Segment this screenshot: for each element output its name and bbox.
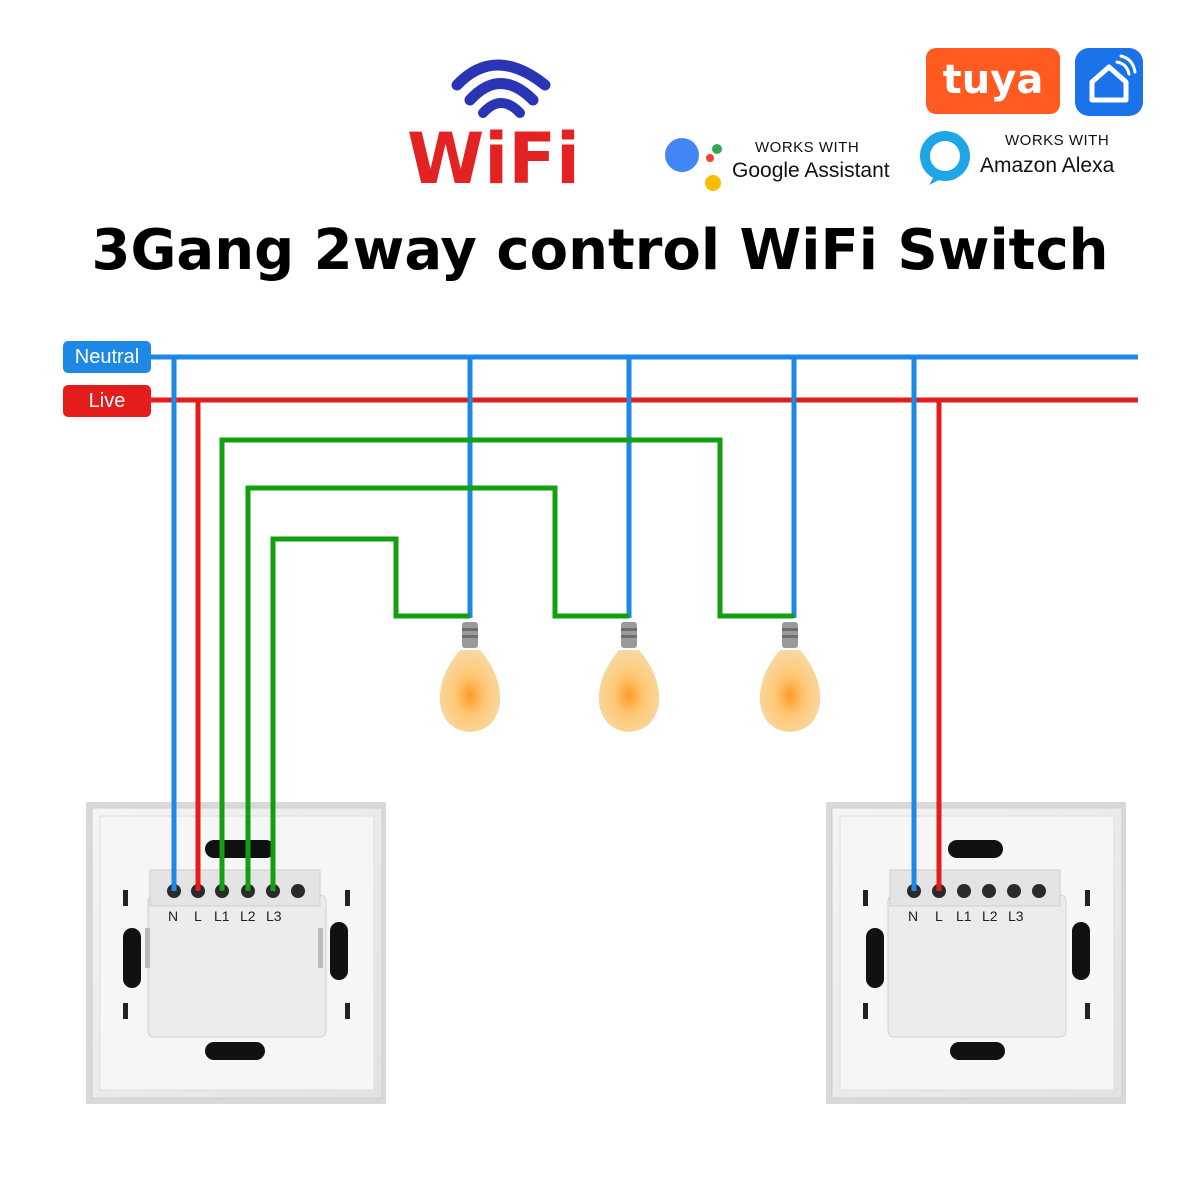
right-terminal-l1: L1 bbox=[956, 908, 972, 924]
smart-home-icon bbox=[1075, 48, 1143, 116]
bulb-icon bbox=[598, 622, 660, 732]
google-assistant-icon bbox=[665, 138, 722, 191]
switch-left bbox=[86, 802, 386, 1104]
left-terminal-l: L bbox=[194, 908, 202, 924]
wifi-icon bbox=[451, 59, 551, 118]
google-works-with: WORKS WITH bbox=[755, 139, 860, 156]
alexa-badge: WORKS WITH Amazon Alexa bbox=[915, 128, 1155, 188]
google-assistant-name: Google Assistant bbox=[732, 159, 890, 182]
right-terminal-l2: L2 bbox=[982, 908, 998, 924]
wifi-logo: WiFi bbox=[407, 59, 580, 195]
alexa-name: Amazon Alexa bbox=[980, 154, 1115, 177]
wifi-logo-text: WiFi bbox=[407, 118, 580, 195]
google-assistant-badge: WORKS WITH Google Assistant bbox=[660, 135, 900, 195]
right-terminal-n: N bbox=[908, 908, 918, 924]
tuya-icon: tuya bbox=[926, 48, 1060, 114]
switch-right bbox=[826, 802, 1126, 1104]
left-terminal-l2: L2 bbox=[240, 908, 256, 924]
page-title: 3Gang 2way control WiFi Switch bbox=[91, 218, 1109, 283]
left-terminal-n: N bbox=[168, 908, 178, 924]
left-terminal-l1: L1 bbox=[214, 908, 230, 924]
neutral-label: Neutral bbox=[63, 341, 151, 373]
right-terminal-l3: L3 bbox=[1008, 908, 1024, 924]
load-wire-l1 bbox=[219, 437, 794, 891]
bulb-icon bbox=[439, 622, 501, 732]
load-wire-l3 bbox=[270, 536, 470, 891]
tuya-logo-text: tuya bbox=[942, 57, 1044, 103]
right-terminal-l: L bbox=[935, 908, 943, 924]
alexa-icon bbox=[920, 131, 970, 185]
load-wire-l2 bbox=[245, 485, 629, 891]
bulb-icon bbox=[759, 622, 821, 732]
left-terminal-l3: L3 bbox=[266, 908, 282, 924]
live-label: Live bbox=[63, 385, 151, 417]
alexa-works-with: WORKS WITH bbox=[1005, 132, 1110, 149]
